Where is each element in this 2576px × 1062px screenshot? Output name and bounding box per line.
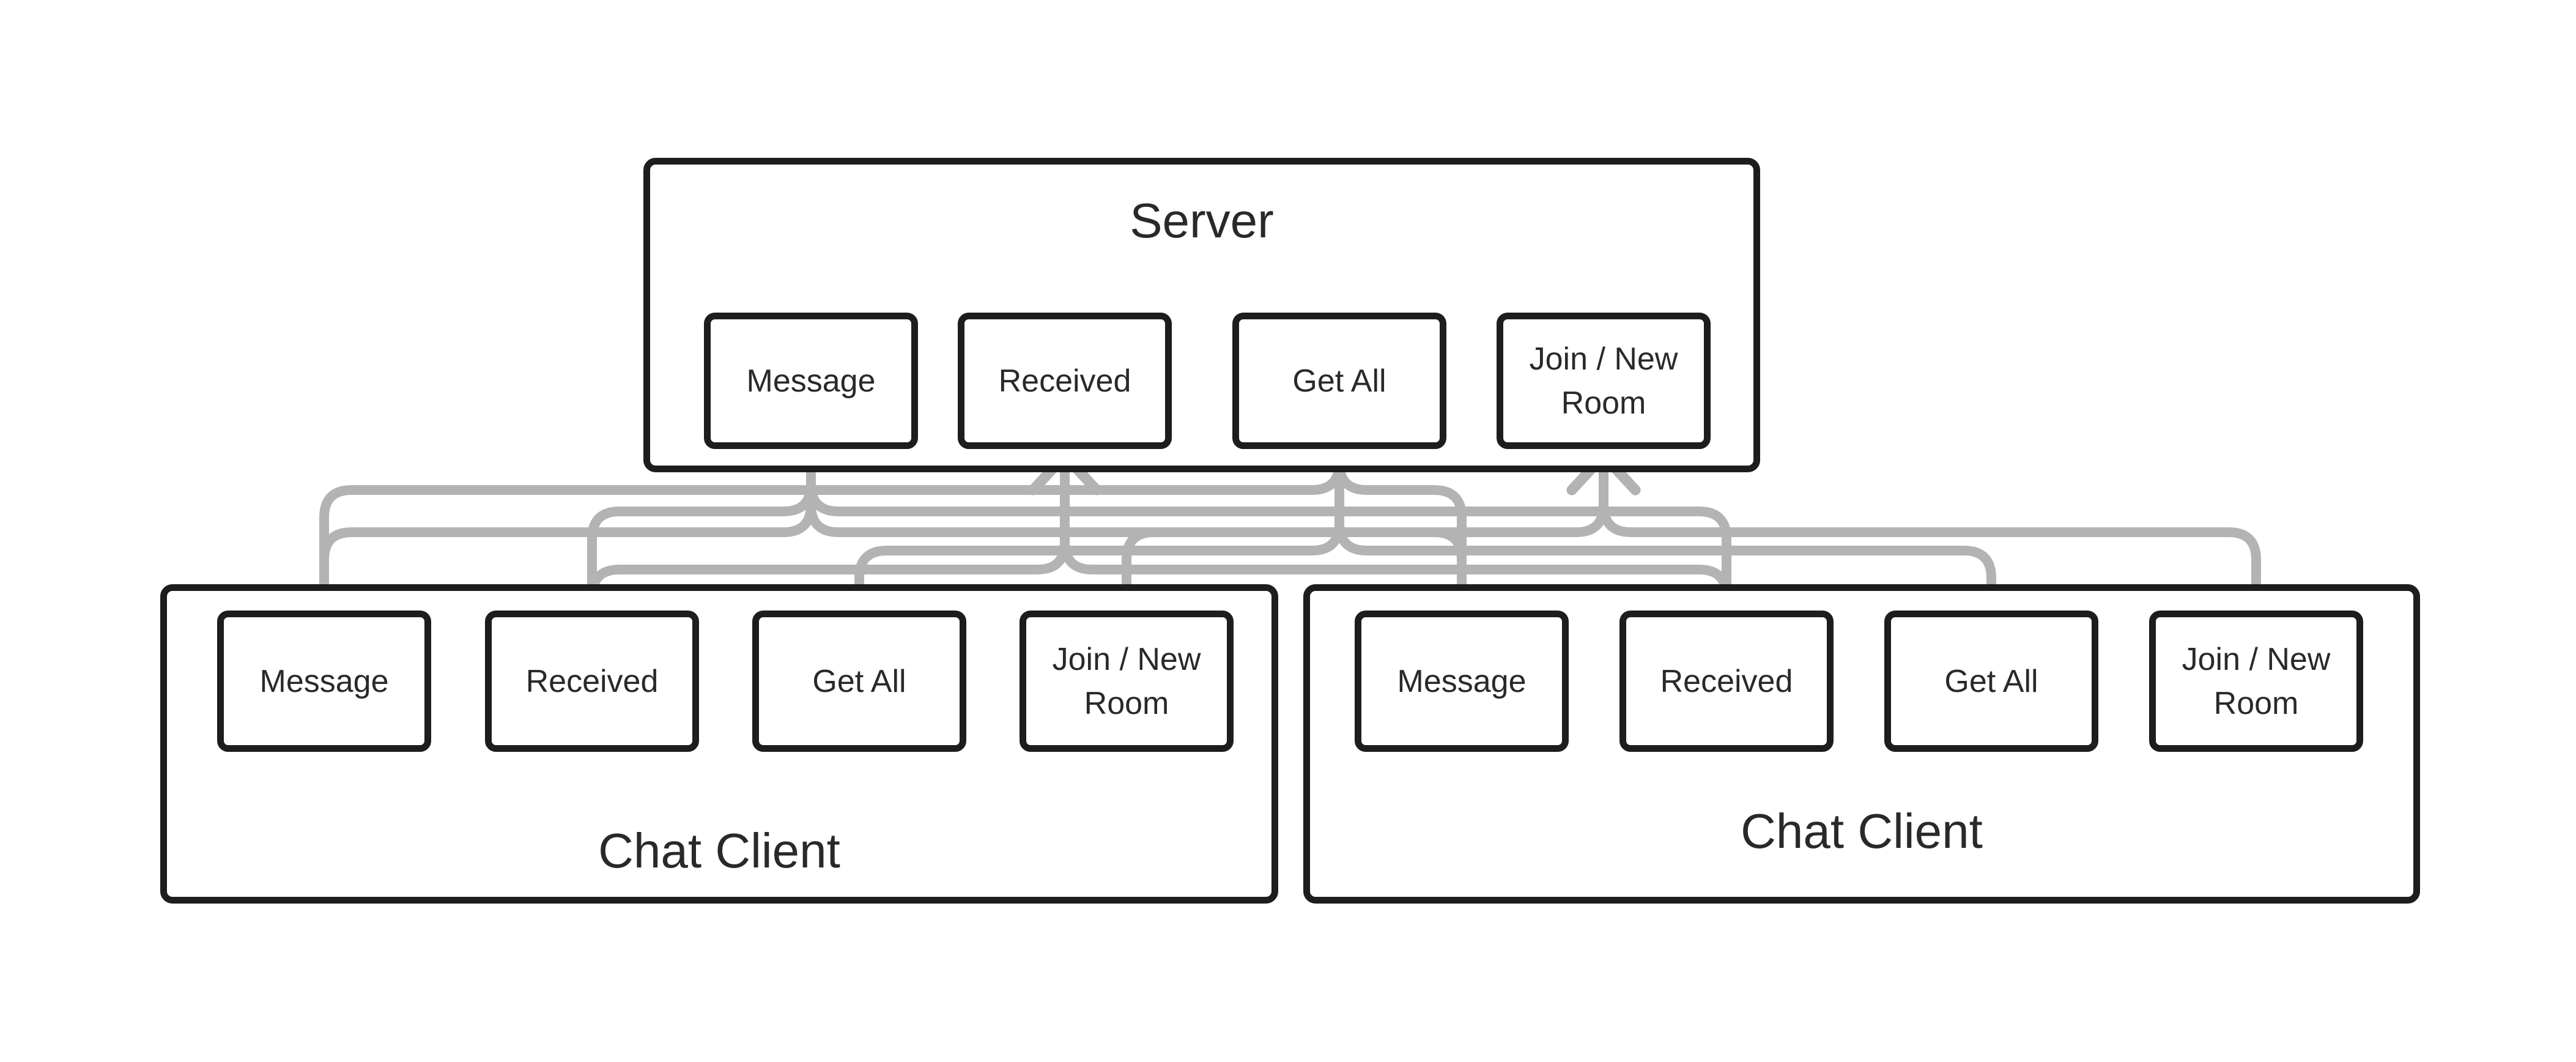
server-message-box[interactable]: Message: [704, 313, 918, 449]
client1-message-box[interactable]: Message: [217, 611, 431, 752]
client2-received-box[interactable]: Received: [1619, 611, 1834, 752]
client2-get-all-label: Get All: [1944, 663, 2038, 699]
client1-get-all-box[interactable]: Get All: [752, 611, 966, 752]
client2-received-label: Received: [1660, 663, 1793, 699]
client1-join-new-room-label: Join / New Room: [1052, 641, 1201, 721]
client1-get-all-label: Get All: [812, 663, 906, 699]
client1-received-box[interactable]: Received: [485, 611, 699, 752]
server-title: Server: [1130, 193, 1274, 248]
connector[interactable]: [1599, 458, 2261, 615]
client2-message-box[interactable]: Message: [1355, 611, 1569, 752]
server-received-label: Received: [998, 363, 1131, 399]
server-get-all-label: Get All: [1292, 363, 1386, 399]
client2-get-all-box[interactable]: Get All: [1884, 611, 2098, 752]
client1-message-label: Message: [259, 663, 389, 699]
server-join-new-room-label: Join / New Room: [1529, 341, 1678, 421]
client1-received-label: Received: [525, 663, 659, 699]
server-join-new-room-box[interactable]: Join / New Room: [1497, 313, 1711, 449]
client1-join-new-room-box[interactable]: Join / New Room: [1020, 611, 1234, 752]
chat-client-1-title: Chat Client: [598, 823, 840, 878]
server-get-all-box[interactable]: Get All: [1232, 313, 1446, 449]
server-message-label: Message: [746, 363, 876, 399]
client2-join-new-room-box[interactable]: Join / New Room: [2149, 611, 2363, 752]
client2-message-label: Message: [1397, 663, 1527, 699]
chat-client-2-title: Chat Client: [1741, 804, 1983, 858]
server-received-box[interactable]: Received: [958, 313, 1172, 449]
client2-join-new-room-label: Join / New Room: [2182, 641, 2331, 721]
